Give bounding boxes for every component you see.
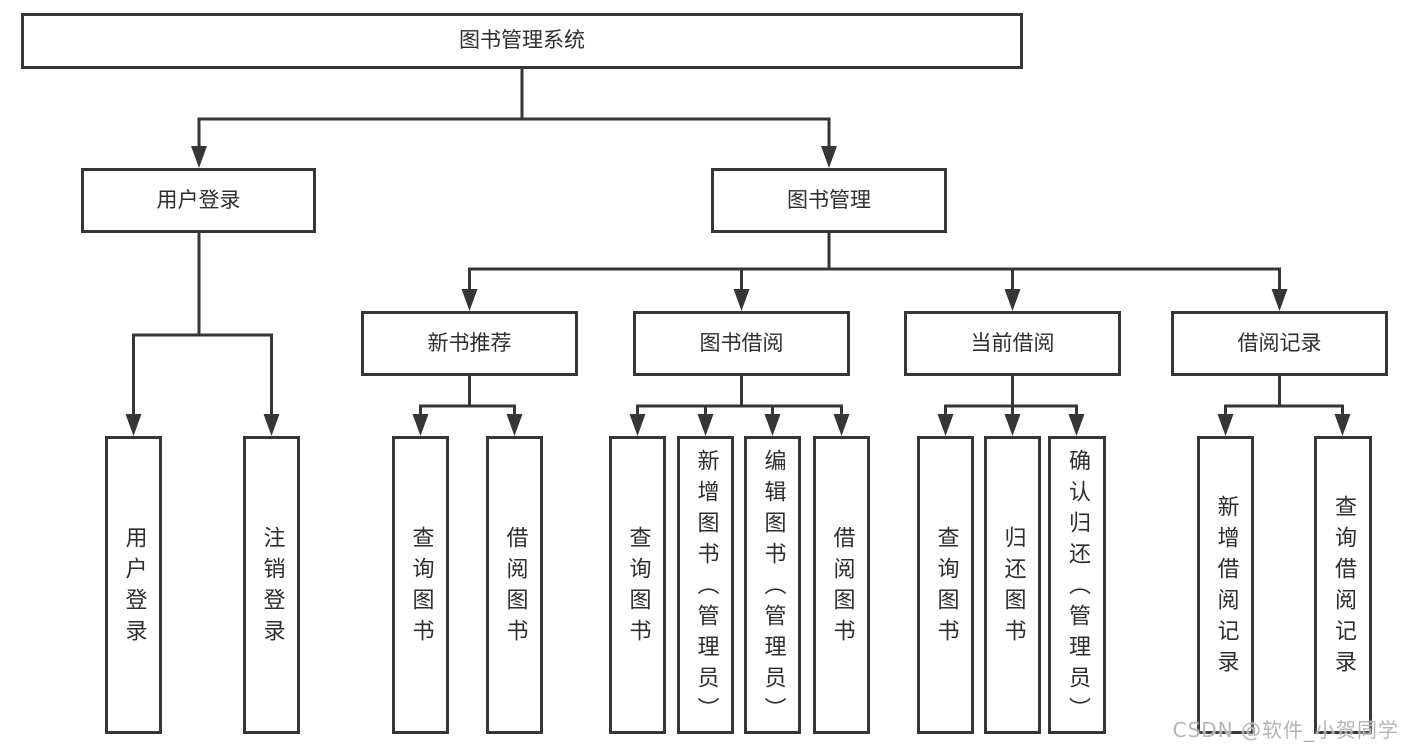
leaf-label: 查询借阅记录 [1331,495,1356,681]
node-book-management-label: 图书管理 [787,187,871,212]
leaf-query-books-borrow: 查询图书 [609,436,666,734]
leaf-return-books: 归还图书 [984,436,1041,734]
node-new-book-recommend-label: 新书推荐 [427,330,512,355]
leaf-label: 查询图书 [408,526,434,650]
leaf-label: 借阅图书 [502,526,528,650]
leaf-borrow-books: 借阅图书 [813,436,870,734]
leaf-label: 归还图书 [1000,526,1026,650]
node-user-login: 用户登录 [81,168,316,233]
leaf-edit-books-admin: 编辑图书（管理员） [744,436,801,734]
node-book-management: 图书管理 [711,168,947,233]
leaf-confirm-return-admin: 确认归还（管理员） [1048,436,1106,734]
node-borrow-records: 借阅记录 [1171,311,1388,376]
leaf-label: 确认归还（管理员） [1065,448,1090,728]
watermark-text: CSDN @软件_小贺同学 [1172,718,1399,742]
connector-arrowheads [125,146,1351,436]
leaf-label: 编辑图书（管理员） [760,448,786,728]
leaf-query-borrow-record: 查询借阅记录 [1314,436,1372,734]
leaf-add-books-admin: 新增图书（管理员） [677,436,734,734]
leaf-label: 新增图书（管理员） [693,448,719,728]
leaf-label: 借阅图书 [829,526,855,650]
node-book-borrow-label: 图书借阅 [699,330,784,355]
leaf-logout: 注销登录 [243,436,300,734]
leaf-label: 注销登录 [259,526,285,650]
node-borrow-records-label: 借阅记录 [1237,330,1322,355]
leaf-label: 用户登录 [121,526,147,650]
leaf-add-borrow-record: 新增借阅记录 [1197,436,1254,734]
node-current-borrow-label: 当前借阅 [970,330,1055,355]
leaf-label: 新增借阅记录 [1213,495,1239,681]
leaf-label: 查询图书 [933,526,959,650]
leaf-borrow-books-recommend: 借阅图书 [486,436,543,734]
node-book-borrow: 图书借阅 [633,311,850,376]
node-user-login-label: 用户登录 [156,187,241,212]
node-new-book-recommend: 新书推荐 [361,311,578,376]
leaf-user-login: 用户登录 [105,436,162,734]
node-current-borrow: 当前借阅 [904,311,1121,376]
leaf-query-books-recommend: 查询图书 [392,436,449,734]
leaf-query-books-current: 查询图书 [917,436,974,734]
node-root: 图书管理系统 [21,13,1023,69]
leaf-label: 查询图书 [625,526,651,650]
node-root-label: 图书管理系统 [459,28,585,53]
